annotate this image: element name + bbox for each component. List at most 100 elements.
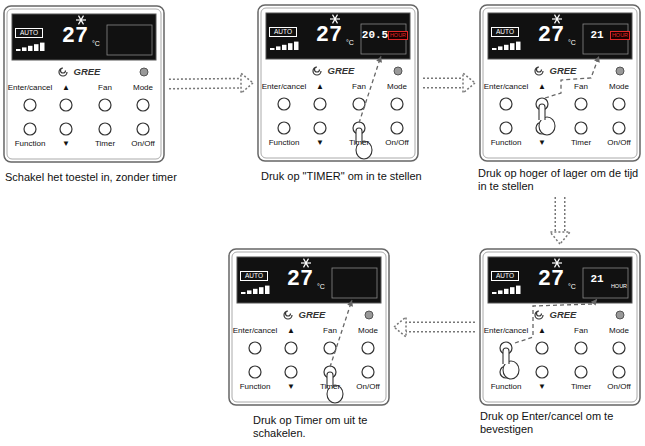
controller-panel: AUTO27°CGREEEnter/cancel▲FanModeFunction… bbox=[479, 4, 641, 193]
lcd-display bbox=[266, 13, 410, 59]
button-label: Timer bbox=[566, 382, 596, 392]
push-button bbox=[278, 122, 290, 134]
fan-speed-bars bbox=[270, 42, 299, 50]
timer-digits: 21 bbox=[583, 273, 611, 286]
temperature-digits: 27 bbox=[529, 24, 573, 48]
button-label: ▲ bbox=[535, 82, 549, 92]
button-label: Timer bbox=[315, 382, 345, 392]
pointing-hand bbox=[539, 104, 555, 135]
flow-arrow bbox=[169, 73, 253, 93]
push-button bbox=[24, 99, 36, 111]
button-label: Timer bbox=[566, 138, 596, 148]
flow-arrow bbox=[394, 317, 475, 337]
push-button bbox=[99, 99, 111, 111]
hour-indicator: HOUR bbox=[388, 31, 408, 40]
temperature-digits: 27 bbox=[278, 268, 322, 292]
button-label: ▼ bbox=[535, 138, 549, 148]
push-button bbox=[613, 366, 625, 378]
button-label: ▲ bbox=[535, 326, 549, 336]
button-label: Fan bbox=[90, 83, 120, 93]
push-button bbox=[500, 122, 512, 134]
button-label: Enter/cancel bbox=[0, 83, 60, 93]
snowflake-icon bbox=[330, 15, 340, 24]
snowflake-icon bbox=[552, 15, 562, 24]
unit-label: °C bbox=[314, 283, 328, 291]
button-label: On/Off bbox=[353, 382, 383, 392]
button-label: Function bbox=[5, 139, 55, 149]
button-label: Fan bbox=[315, 326, 345, 336]
mode-label: AUTO bbox=[240, 271, 268, 281]
push-button bbox=[362, 342, 374, 354]
controller-panel: AUTO27°CGREEEnter/cancel▲FanModeFunction… bbox=[479, 248, 641, 436]
push-button bbox=[362, 366, 374, 378]
push-button bbox=[575, 98, 587, 110]
controller-panel: AUTO27°CGREEEnter/cancel▲FanModeFunction… bbox=[228, 248, 390, 440]
push-button bbox=[24, 123, 36, 135]
push-button bbox=[536, 342, 548, 354]
push-button bbox=[613, 342, 625, 354]
snowflake-icon bbox=[552, 259, 562, 268]
indicator-led bbox=[616, 67, 624, 75]
step-caption: Schakel het toestel in, zonder timer bbox=[5, 171, 220, 184]
unit-label: °C bbox=[565, 283, 579, 291]
fan-speed-bars bbox=[492, 286, 521, 294]
push-button bbox=[314, 98, 326, 110]
timer-digits: 20.5 bbox=[361, 29, 389, 42]
pointer-leader bbox=[515, 299, 597, 343]
button-label: ▲ bbox=[59, 83, 73, 93]
button-label: Timer bbox=[90, 139, 120, 149]
temperature-digits: 27 bbox=[307, 24, 351, 48]
temperature-digits: 27 bbox=[53, 25, 97, 49]
push-button bbox=[60, 99, 72, 111]
mode-label: AUTO bbox=[491, 27, 519, 37]
mode-label: AUTO bbox=[491, 271, 519, 281]
button-label: Mode bbox=[604, 82, 634, 92]
push-button bbox=[314, 122, 326, 134]
button-label: ▼ bbox=[59, 139, 73, 149]
brand-logo: GREE bbox=[62, 66, 112, 78]
button-label: Mode bbox=[353, 326, 383, 336]
push-button bbox=[613, 122, 625, 134]
push-button bbox=[137, 123, 149, 135]
mode-label: AUTO bbox=[269, 27, 297, 37]
unit-label: °C bbox=[89, 40, 103, 48]
button-label: On/Off bbox=[128, 139, 158, 149]
button-label: Fan bbox=[566, 82, 596, 92]
timer-section bbox=[332, 268, 377, 298]
controller-panel: AUTO27°CGREEEnter/cancel▲FanModeFunction… bbox=[3, 5, 165, 184]
button-label: On/Off bbox=[604, 382, 634, 392]
lcd-display bbox=[237, 257, 381, 303]
mode-label: AUTO bbox=[15, 28, 43, 38]
button-label: ▼ bbox=[535, 382, 549, 392]
snowflake-icon bbox=[76, 16, 86, 25]
brand-logo: GREE bbox=[538, 309, 588, 321]
indicator-led bbox=[140, 68, 148, 76]
lcd-display bbox=[488, 257, 632, 303]
indicator-led bbox=[616, 311, 624, 319]
push-button bbox=[391, 98, 403, 110]
brand-logo: GREE bbox=[316, 65, 366, 77]
fan-speed-bars bbox=[16, 43, 45, 51]
step-caption: Druk op hoger of lager om de tijd in te … bbox=[478, 167, 640, 193]
fan-speed-bars bbox=[492, 42, 521, 50]
button-label: On/Off bbox=[604, 138, 634, 148]
button-label: ▲ bbox=[313, 82, 327, 92]
push-button bbox=[249, 366, 261, 378]
unit-label: °C bbox=[565, 39, 579, 47]
step-caption: Druk op Timer om uit te schakelen. bbox=[253, 414, 378, 440]
controller-panel: AUTO27°CGREEEnter/cancel▲FanModeFunction… bbox=[257, 4, 419, 183]
brand-logo: GREE bbox=[287, 309, 337, 321]
button-label: Timer bbox=[344, 138, 374, 148]
logo-swirl bbox=[284, 311, 292, 319]
logo-swirl bbox=[59, 68, 67, 76]
button-label: Mode bbox=[382, 82, 412, 92]
button-label: Enter/cancel bbox=[476, 82, 536, 92]
flow-arrow bbox=[550, 197, 570, 244]
button-label: Mode bbox=[604, 326, 634, 336]
push-button bbox=[536, 366, 548, 378]
push-button bbox=[575, 122, 587, 134]
flow-arrow bbox=[423, 73, 475, 93]
hour-indicator: HOUR bbox=[610, 283, 628, 290]
indicator-led bbox=[365, 311, 373, 319]
button-label: ▼ bbox=[313, 138, 327, 148]
